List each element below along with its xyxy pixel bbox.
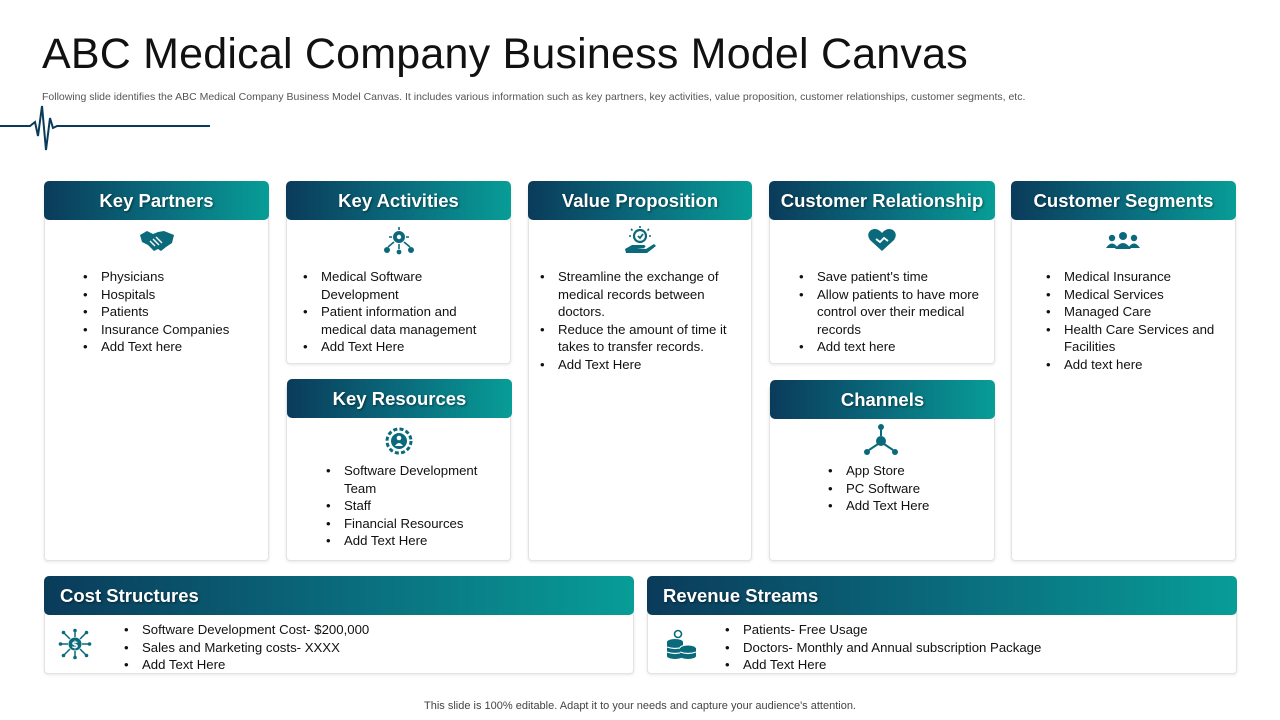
value-proposition-list: Streamline the exchange of medical recor… (538, 268, 743, 374)
value-proposition-header: Value Proposition (528, 181, 752, 220)
list-item: Software Development Cost- $200,000 (122, 621, 622, 639)
list-item: Medical Software Development (301, 268, 501, 303)
list-item: Software Development Team (324, 462, 504, 497)
list-item: Add Text Here (324, 532, 504, 550)
hand-idea-icon (622, 225, 658, 255)
customer-segments-list: Medical Insurance Medical Services Manag… (1044, 268, 1229, 374)
page-subtitle: Following slide identifies the ABC Medic… (42, 91, 1026, 103)
list-item: Patient information and medical data man… (301, 303, 501, 338)
list-item: Physicians (81, 268, 261, 286)
list-item: Doctors- Monthly and Annual subscription… (723, 639, 1228, 657)
list-item: Save patient's time (797, 268, 987, 286)
list-item: Add Text Here (723, 656, 1228, 674)
heartbeat-line-icon (0, 105, 210, 151)
list-item: Add Text Here (122, 656, 622, 674)
list-item: Add Text Here (826, 497, 986, 515)
customer-relationship-list: Save patient's time Allow patients to ha… (797, 268, 987, 356)
page-title: ABC Medical Company Business Model Canva… (42, 30, 968, 78)
footer-note: This slide is 100% editable. Adapt it to… (424, 700, 856, 712)
list-item: Add text here (797, 338, 987, 356)
handshake-icon (139, 225, 175, 255)
dollar-network-icon: $ (57, 628, 93, 660)
revenue-streams-list: Patients- Free Usage Doctors- Monthly an… (723, 621, 1228, 674)
key-resources-header: Key Resources (287, 379, 512, 418)
list-item: Add Text Here (538, 356, 743, 374)
heart-handshake-icon (864, 225, 900, 255)
list-item: Patients- Free Usage (723, 621, 1228, 639)
group-users-icon (1105, 225, 1141, 255)
customer-segments-header: Customer Segments (1011, 181, 1236, 220)
list-item: PC Software (826, 480, 986, 498)
list-item: Add Text Here (301, 338, 501, 356)
customer-relationship-header: Customer Relationship (769, 181, 995, 220)
list-item: Insurance Companies (81, 321, 261, 339)
cost-structures-header: Cost Structures (44, 576, 634, 615)
list-item: Streamline the exchange of medical recor… (538, 268, 743, 321)
list-item: Medical Insurance (1044, 268, 1229, 286)
key-activities-list: Medical Software Development Patient inf… (301, 268, 501, 356)
coins-stack-icon (663, 629, 699, 661)
hub-network-icon (863, 424, 899, 458)
gear-people-icon (381, 426, 417, 456)
channels-list: App Store PC Software Add Text Here (826, 462, 986, 515)
cost-structures-list: Software Development Cost- $200,000 Sale… (122, 621, 622, 674)
network-gear-icon (381, 225, 417, 255)
list-item: Managed Care (1044, 303, 1229, 321)
list-item: Allow patients to have more control over… (797, 286, 987, 339)
key-activities-header: Key Activities (286, 181, 511, 220)
list-item: Hospitals (81, 286, 261, 304)
list-item: Health Care Services and Facilities (1044, 321, 1229, 356)
list-item: Financial Resources (324, 515, 504, 533)
key-partners-header: Key Partners (44, 181, 269, 220)
list-item: Sales and Marketing costs- XXXX (122, 639, 622, 657)
list-item: Add text here (1044, 356, 1229, 374)
key-partners-list: Physicians Hospitals Patients Insurance … (81, 268, 261, 356)
revenue-streams-header: Revenue Streams (647, 576, 1237, 615)
list-item: Patients (81, 303, 261, 321)
channels-header: Channels (770, 380, 995, 419)
list-item: Staff (324, 497, 504, 515)
list-item: Medical Services (1044, 286, 1229, 304)
svg-text:$: $ (72, 640, 79, 651)
list-item: App Store (826, 462, 986, 480)
list-item: Add Text here (81, 338, 261, 356)
list-item: Reduce the amount of time it takes to tr… (538, 321, 743, 356)
key-resources-list: Software Development Team Staff Financia… (324, 462, 504, 550)
